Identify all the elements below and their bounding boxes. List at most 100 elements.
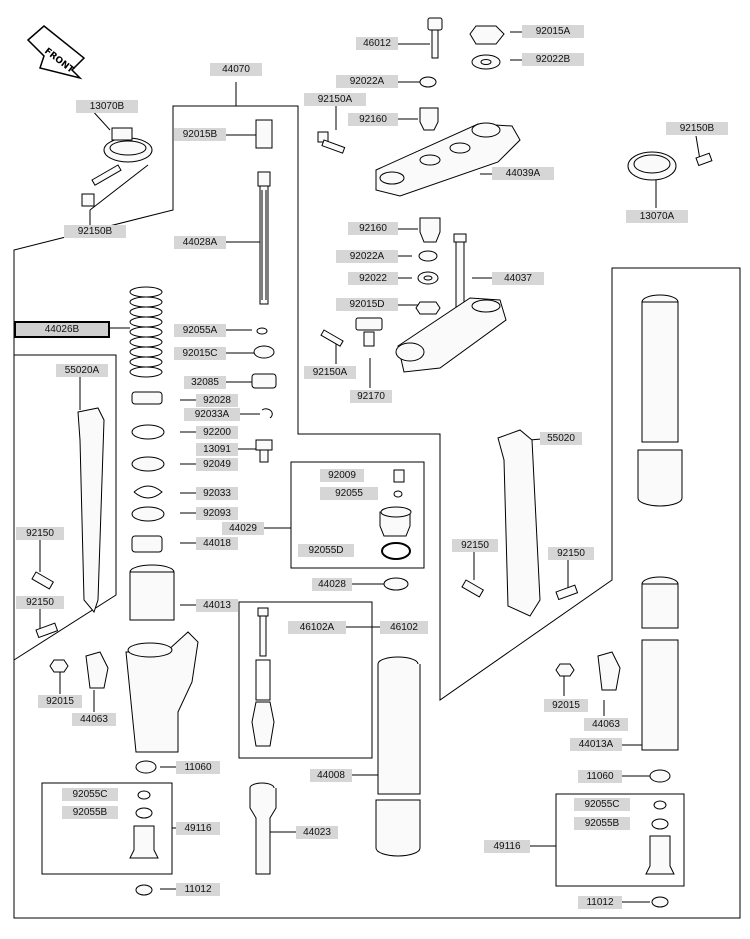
- part-label-92160-top: 92160: [348, 113, 398, 126]
- part-label-92033: 92033: [196, 487, 238, 500]
- clamp-icon: [103, 127, 153, 163]
- valve-icon: [645, 835, 675, 875]
- fork-guard-icon: [77, 407, 105, 614]
- part-label-46102a: 46102A: [288, 621, 346, 634]
- part-label-92055a: 92055A: [174, 324, 226, 337]
- part-label-92055c-right: 92055C: [574, 798, 630, 811]
- part-label-92015-right: 92015: [544, 699, 588, 712]
- part-label-92160-mid: 92160: [348, 222, 398, 235]
- main-group-outline: [13, 82, 237, 660]
- part-label-92150-r1: 92150: [452, 539, 498, 552]
- damper-rod-icon: [257, 171, 271, 305]
- part-label-92022a-top: 92022A: [336, 75, 398, 88]
- part-label-44070: 44070: [210, 63, 262, 76]
- part-label-92015b: 92015B: [174, 128, 226, 141]
- collar-icon: [253, 345, 275, 359]
- o-ring-icon: [381, 542, 411, 560]
- bushing-icon: [131, 535, 163, 553]
- part-label-44063-left: 44063: [72, 713, 116, 726]
- part-label-92055b-right: 92055B: [574, 817, 630, 830]
- bolt-icon: [695, 152, 713, 167]
- bolt-icon: [31, 571, 55, 590]
- part-label-92015d: 92015D: [336, 298, 398, 311]
- part-label-44023: 44023: [296, 826, 338, 839]
- nut-icon: [135, 884, 153, 896]
- part-label-44028a: 44028A: [174, 236, 226, 249]
- front-arrow-icon: FRONT: [26, 25, 86, 80]
- axle-pin-icon: [427, 17, 443, 59]
- part-label-11012-right: 11012: [578, 896, 622, 909]
- fork-guard-icon: [497, 429, 541, 617]
- nut-icon: [651, 896, 669, 908]
- part-label-44039a: 44039A: [492, 167, 554, 180]
- bolt-icon: [320, 329, 344, 347]
- part-label-55020a: 55020A: [56, 364, 108, 377]
- steering-stem-icon: [395, 233, 507, 373]
- part-label-44013a: 44013A: [570, 738, 622, 751]
- part-label-44029: 44029: [222, 522, 264, 535]
- part-label-92055: 92055: [320, 487, 378, 500]
- part-label-92150-r2: 92150: [548, 547, 594, 560]
- spacer-icon: [255, 119, 273, 149]
- part-label-92022b: 92022B: [522, 53, 584, 66]
- washer-icon: [383, 577, 409, 591]
- bolt-icon: [461, 579, 485, 598]
- o-ring-icon: [135, 807, 153, 819]
- washer-icon: [131, 424, 165, 440]
- part-label-44063-right: 44063: [584, 718, 628, 731]
- nut-icon: [415, 301, 441, 315]
- part-label-92093: 92093: [196, 507, 238, 520]
- clip-icon: [133, 485, 163, 499]
- rod-box-outline: [238, 601, 373, 759]
- bushing-icon: [251, 373, 277, 389]
- part-label-92055c-left: 92055C: [62, 788, 118, 801]
- bleed-screw-icon: [393, 469, 405, 483]
- o-ring-icon: [651, 818, 669, 830]
- part-label-11060-left: 11060: [176, 761, 220, 774]
- bolt-icon: [81, 164, 122, 207]
- snap-ring-icon: [261, 408, 273, 419]
- washer-small-icon: [419, 76, 437, 88]
- cap-box-outline: [290, 461, 425, 569]
- part-label-92033a: 92033A: [184, 408, 240, 421]
- part-label-49116-left: 49116: [176, 822, 220, 835]
- part-label-92009: 92009: [320, 469, 364, 482]
- part-label-92150b-right: 92150B: [666, 122, 728, 135]
- part-label-92150-left: 92150: [16, 527, 64, 540]
- part-label-55020: 55020: [540, 432, 582, 445]
- part-label-92022a-mid: 92022A: [336, 250, 398, 263]
- part-label-92150a-mid: 92150A: [304, 366, 356, 379]
- o-ring-icon: [135, 760, 157, 774]
- inner-tube-icon: [129, 564, 175, 621]
- part-label-92150-left2: 92150: [16, 596, 64, 609]
- part-label-92028: 92028: [196, 394, 238, 407]
- bolt-icon: [555, 584, 579, 601]
- part-label-44037: 44037: [492, 272, 544, 285]
- part-label-13070a: 13070A: [626, 210, 688, 223]
- part-label-92200: 92200: [196, 426, 238, 439]
- bushing-icon: [419, 107, 439, 131]
- fork-leg-icon: [641, 576, 679, 751]
- axle-cap-icon: [597, 651, 621, 691]
- axle-cap-icon: [85, 651, 109, 689]
- outer-tube-icon: [375, 656, 421, 857]
- part-label-46012: 46012: [356, 37, 398, 50]
- part-label-92170: 92170: [350, 390, 392, 403]
- part-label-44008: 44008: [310, 769, 352, 782]
- o-ring-icon: [653, 800, 667, 810]
- valve-icon: [129, 825, 159, 859]
- clip-icon: [355, 317, 383, 331]
- fork-spring-icon: [129, 286, 163, 378]
- part-label-44013: 44013: [196, 599, 238, 612]
- part-label-13070b: 13070B: [76, 100, 138, 113]
- collar-icon: [131, 391, 163, 405]
- part-label-11012-left: 11012: [176, 883, 220, 896]
- part-label-92150a-top: 92150A: [304, 93, 366, 106]
- clamp-icon: [627, 151, 677, 181]
- washer-small-icon: [418, 250, 438, 262]
- part-label-32085: 32085: [184, 376, 226, 389]
- part-label-13091: 13091: [196, 443, 238, 456]
- seal-icon: [131, 456, 165, 472]
